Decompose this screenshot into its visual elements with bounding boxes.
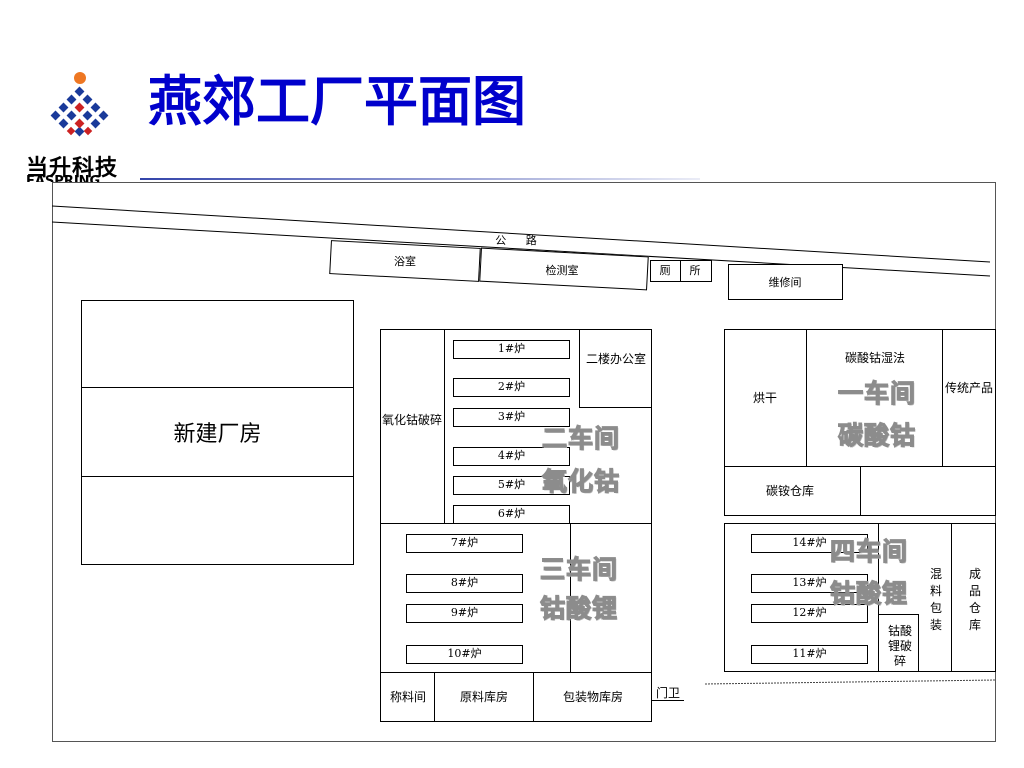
- cobalt-crush-label: 氧化钴破碎: [382, 413, 443, 427]
- furnace-9: 9#炉: [406, 604, 523, 623]
- finished-storage-label: 成品仓库: [968, 567, 981, 632]
- bottom-divider-b: [533, 672, 534, 722]
- right-upper-v1: [806, 329, 807, 466]
- center-divider-h2: [380, 672, 652, 673]
- right-upper-v3: [860, 466, 861, 516]
- workshop-1-title: 一车间: [837, 378, 917, 408]
- furnace-13: 13#炉: [751, 574, 868, 593]
- dry-label: 烘干: [752, 391, 777, 405]
- toilet-building: [650, 260, 712, 282]
- furnace-7: 7#炉: [406, 534, 523, 553]
- new-plant-divider-1: [81, 387, 354, 388]
- workshop-3-product: 钴酸锂: [539, 593, 619, 623]
- new-plant-label: 新建厂房: [173, 422, 262, 447]
- ammonium-storage-label: 碳铵仓库: [765, 484, 814, 498]
- workshop-2-title: 二车间: [541, 423, 621, 453]
- right-lower-v2: [951, 523, 952, 672]
- repair-label: 维修间: [768, 276, 802, 289]
- furnace-2: 2#炉: [453, 378, 570, 397]
- new-plant-building: [81, 300, 354, 565]
- toilet-label-b: 所: [689, 264, 701, 277]
- furnace-6: 6#炉: [453, 505, 570, 524]
- mix-pack-label: 混料包装: [929, 567, 942, 632]
- workshop-4-title: 四车间: [829, 536, 909, 566]
- logo: [38, 70, 123, 142]
- workshop-2-product: 氧化钴: [541, 466, 621, 496]
- center-block-outline: [380, 329, 652, 722]
- furnace-3: 3#炉: [453, 408, 570, 427]
- furnace-5: 5#炉: [453, 476, 570, 495]
- right-lower-v1: [878, 523, 879, 672]
- right-lower-v3: [918, 614, 919, 672]
- brand-name: 当升科技: [26, 156, 119, 181]
- pack-storage-label: 包装物库房: [562, 690, 623, 704]
- header-divider: [140, 178, 700, 180]
- traditional-label: 传统产品: [944, 381, 993, 395]
- workshop-3-title: 三车间: [539, 554, 619, 584]
- weigh-room-label: 称料间: [389, 690, 426, 704]
- lab-label: 检测室: [545, 264, 579, 277]
- office-room: [579, 329, 652, 408]
- bottom-divider-a: [434, 672, 435, 722]
- raw-storage-label: 原料库房: [459, 690, 508, 704]
- page-title: 燕郊工厂平面图: [148, 69, 526, 133]
- office-label: 二楼办公室: [585, 352, 646, 366]
- road-label: 公 路: [495, 234, 545, 247]
- furnace-10: 10#炉: [406, 645, 523, 664]
- crush-label: 钴酸锂破碎: [887, 624, 912, 668]
- workshop-1-product: 碳酸钴: [837, 420, 917, 450]
- new-plant-divider-2: [81, 476, 354, 477]
- toilet-divider: [680, 260, 681, 282]
- furnace-11: 11#炉: [751, 645, 868, 664]
- right-lower-block: [724, 523, 996, 672]
- center-divider-v1: [444, 329, 445, 523]
- center-divider-v2: [570, 523, 571, 672]
- repair-building: [728, 264, 843, 300]
- wet-method-label: 碳酸钴湿法: [844, 351, 905, 365]
- right-lower-h1: [878, 614, 918, 615]
- gate-label: 门卫: [652, 686, 684, 701]
- right-upper-v2: [942, 329, 943, 466]
- furnace-4: 4#炉: [453, 447, 570, 466]
- furnace-14: 14#炉: [751, 534, 868, 553]
- logo-diamond-icon: [50, 72, 109, 137]
- workshop-4-product: 钴酸锂: [829, 578, 909, 608]
- bath-label: 浴室: [394, 255, 416, 268]
- toilet-label-a: 厕: [659, 264, 671, 277]
- furnace-1: 1#炉: [453, 340, 570, 359]
- furnace-8: 8#炉: [406, 574, 523, 593]
- furnace-12: 12#炉: [751, 604, 868, 623]
- brand-subtitle: EASPRING: [26, 174, 101, 182]
